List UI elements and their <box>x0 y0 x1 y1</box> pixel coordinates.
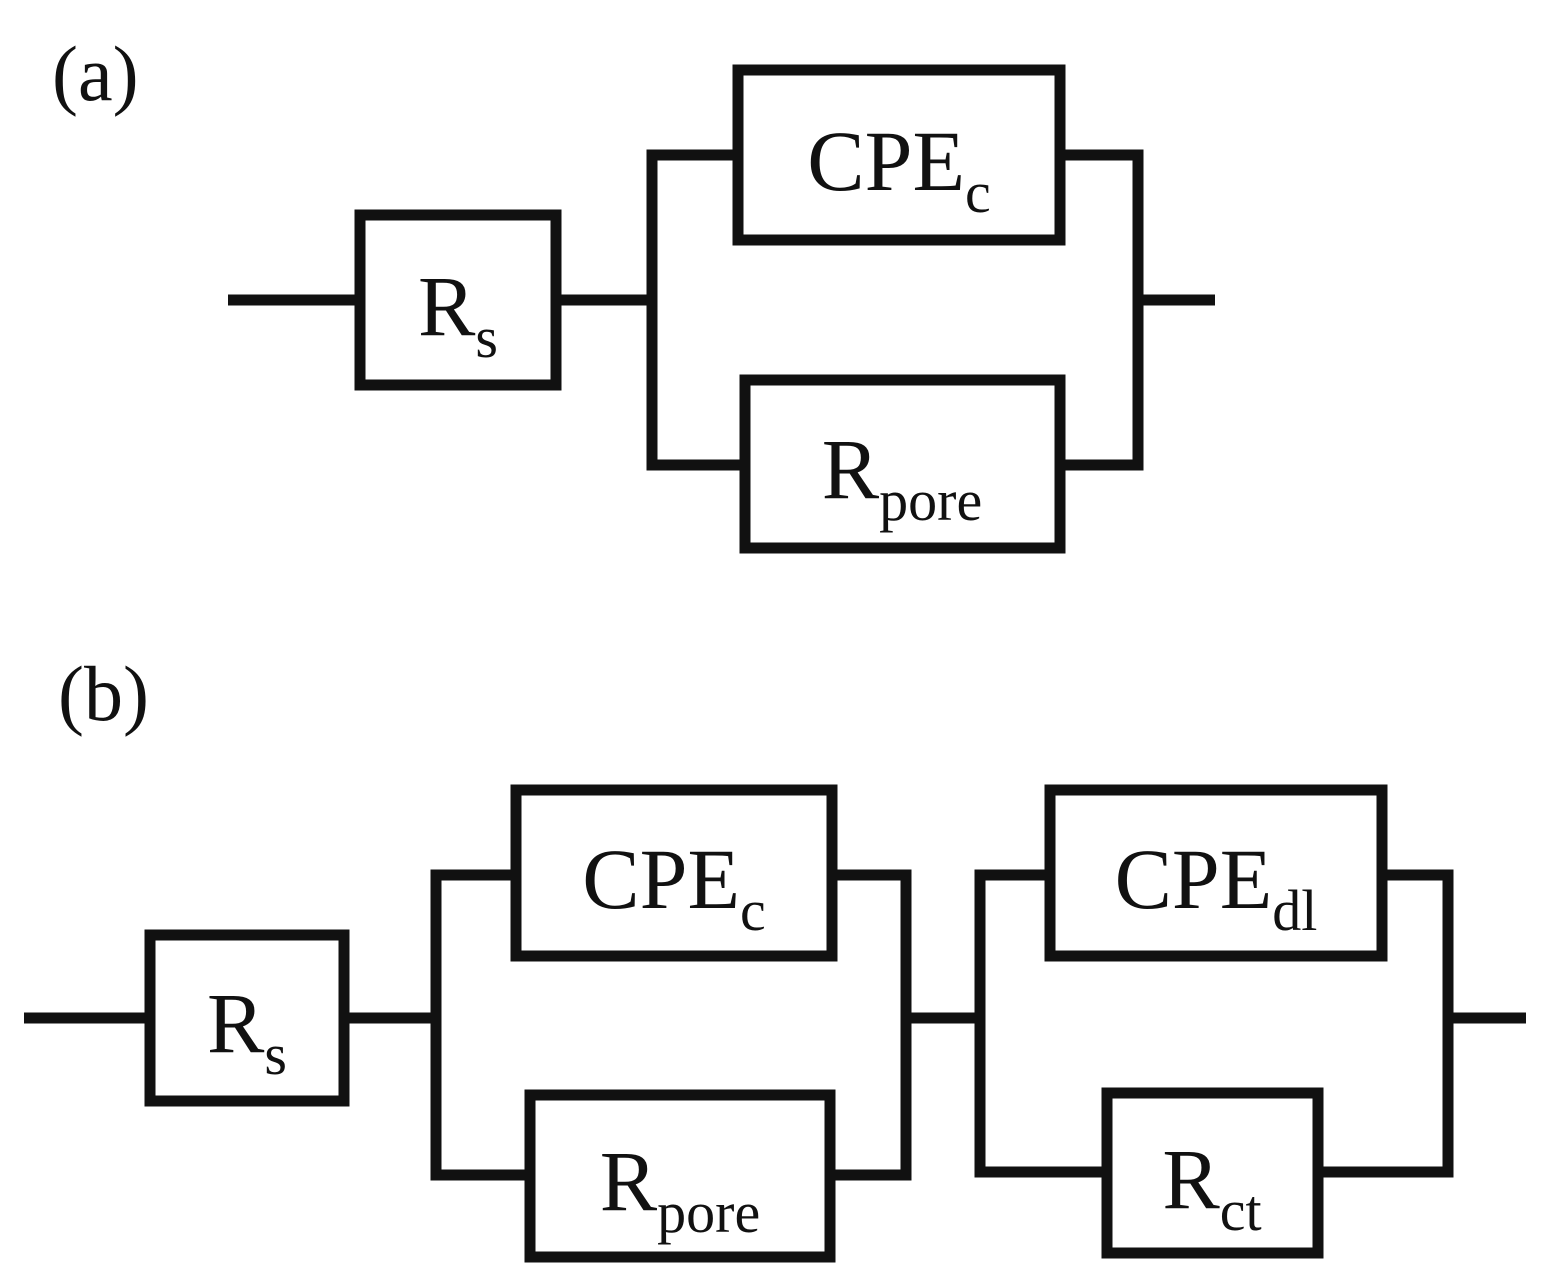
wire-b-right-branch-1 <box>830 869 912 1181</box>
r-ct-label-b: Rct <box>1162 1131 1261 1243</box>
r-pore-label-a: Rpore <box>822 421 982 533</box>
rs-element-a: Rs <box>354 209 562 391</box>
cpe-c-label-a: CPEc <box>807 113 990 225</box>
cpe-dl-label-b: CPEdl <box>1115 831 1318 943</box>
circuit-b: (b) Rs CPEc Rpore CPEdl <box>24 650 1526 1263</box>
wire-b-left-branch-2 <box>974 869 1107 1178</box>
wire-a-left-branch <box>646 149 745 471</box>
r-pore-element-b: Rpore <box>524 1089 836 1263</box>
cpe-c-element-a: CPEc <box>732 64 1066 246</box>
wire-a-right-branch <box>1060 149 1144 471</box>
cpe-c-element-b: CPEc <box>510 784 838 962</box>
rs-label-a: Rs <box>418 258 498 370</box>
rs-label-b: Rs <box>207 975 287 1087</box>
panel-a-label: (a) <box>52 30 139 117</box>
circuit-a: (a) Rs CPEc Rpore <box>52 30 1215 554</box>
cpe-c-label-b: CPEc <box>582 831 765 943</box>
cpe-dl-element-b: CPEdl <box>1044 784 1388 962</box>
rs-element-b: Rs <box>144 929 350 1107</box>
r-ct-element-b: Rct <box>1101 1087 1324 1259</box>
wire-b-left-branch-1 <box>430 869 530 1181</box>
panel-b-label: (b) <box>58 650 149 737</box>
r-pore-label-b: Rpore <box>600 1133 760 1245</box>
r-pore-element-a: Rpore <box>739 374 1066 554</box>
